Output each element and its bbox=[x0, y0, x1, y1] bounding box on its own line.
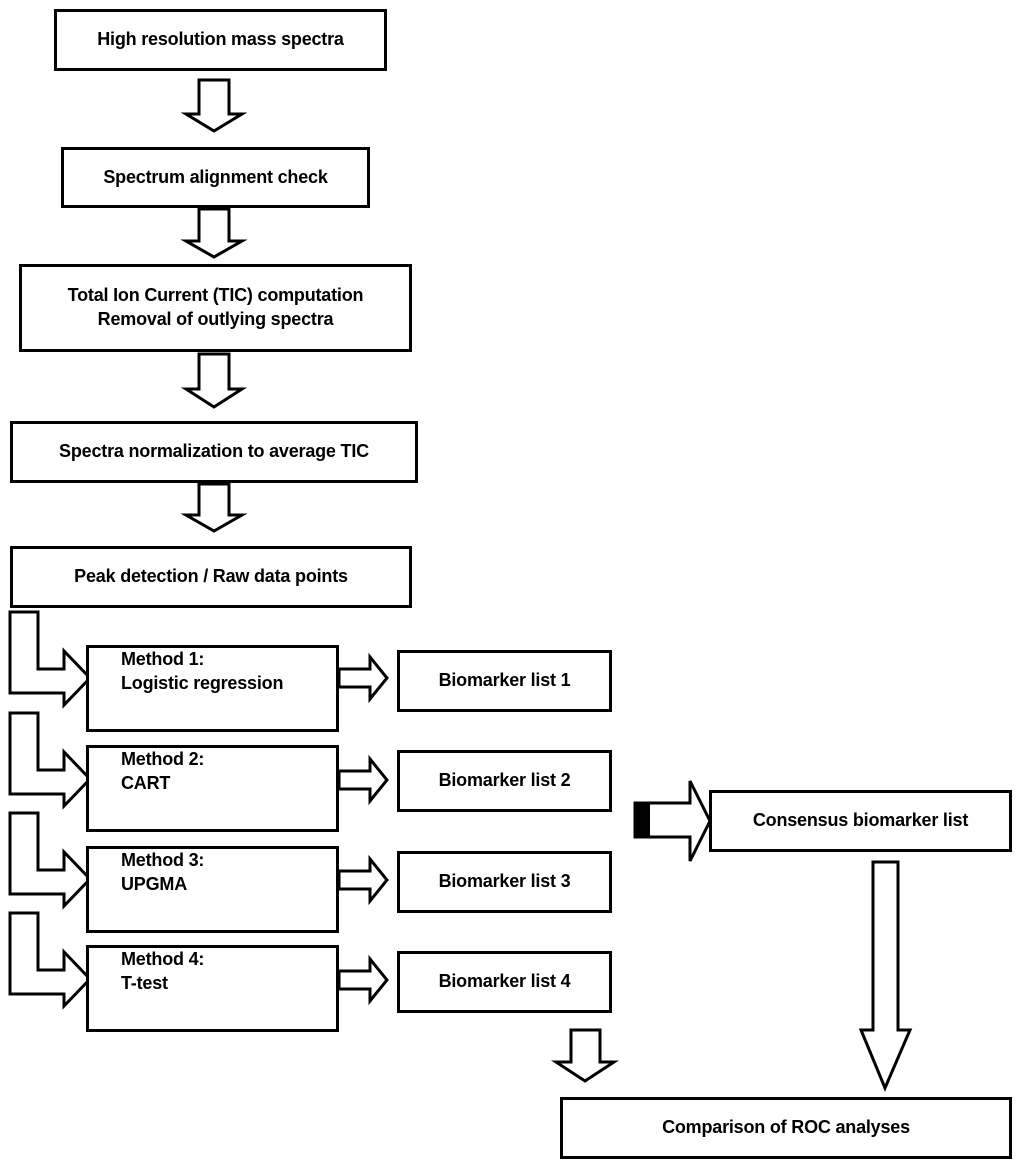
method-2-title: Method 2: bbox=[121, 749, 205, 769]
method-2-name: CART bbox=[121, 772, 171, 793]
step-mass-spectra: High resolution mass spectra bbox=[54, 9, 387, 71]
step-alignment-check: Spectrum alignment check bbox=[61, 147, 370, 208]
biomarker-list-2-label: Biomarker list 2 bbox=[438, 770, 571, 791]
biomarker-list-4: Biomarker list 4 bbox=[397, 951, 612, 1013]
method-1-name: Logistic regression bbox=[121, 672, 284, 693]
consensus-arrow-tail bbox=[635, 804, 650, 837]
down-arrow-consensus bbox=[858, 860, 913, 1092]
consensus-biomarker-list-label: Consensus biomarker list bbox=[752, 810, 969, 831]
bent-arrow-method-1 bbox=[8, 610, 93, 709]
step-tic-line-2: Removal of outlying spectra bbox=[97, 309, 334, 329]
step-normalization-label: Spectra normalization to average TIC bbox=[59, 441, 369, 462]
roc-comparison-label: Comparison of ROC analyses bbox=[662, 1117, 910, 1138]
biomarker-list-3: Biomarker list 3 bbox=[397, 851, 612, 913]
step-peak-detection-label: Peak detection / Raw data points bbox=[74, 566, 348, 587]
right-arrow-list-3 bbox=[337, 854, 389, 906]
method-4-title: Method 4: bbox=[121, 949, 205, 969]
step-tic-line-1: Total Ion Current (TIC) computation bbox=[67, 285, 364, 306]
down-arrow-4 bbox=[180, 482, 248, 533]
biomarker-list-4-label: Biomarker list 4 bbox=[438, 971, 571, 992]
method-1-title: Method 1: bbox=[121, 649, 205, 669]
bent-arrow-method-3 bbox=[8, 811, 93, 910]
right-arrow-list-2 bbox=[337, 754, 389, 806]
step-alignment-check-label: Spectrum alignment check bbox=[103, 166, 328, 187]
biomarker-list-1-label: Biomarker list 1 bbox=[438, 670, 571, 691]
method-3-box: Method 3: UPGMA bbox=[86, 846, 339, 933]
right-arrow-list-1 bbox=[337, 652, 389, 704]
method-3-title: Method 3: bbox=[121, 850, 205, 870]
method-1-box: Method 1: Logistic regression bbox=[86, 645, 339, 732]
down-arrow-3 bbox=[180, 352, 248, 409]
step-normalization: Spectra normalization to average TIC bbox=[10, 421, 418, 483]
down-arrow-1 bbox=[180, 78, 248, 133]
method-4-box: Method 4: T-test bbox=[86, 945, 339, 1032]
roc-comparison: Comparison of ROC analyses bbox=[560, 1097, 1012, 1159]
step-mass-spectra-label: High resolution mass spectra bbox=[97, 29, 344, 50]
down-arrow-lists bbox=[550, 1028, 620, 1083]
method-3-name: UPGMA bbox=[121, 873, 187, 894]
biomarker-list-1: Biomarker list 1 bbox=[397, 650, 612, 712]
consensus-biomarker-list: Consensus biomarker list bbox=[709, 790, 1012, 852]
bent-arrow-method-2 bbox=[8, 711, 93, 810]
step-peak-detection: Peak detection / Raw data points bbox=[10, 546, 412, 608]
method-2-box: Method 2: CART bbox=[86, 745, 339, 832]
down-arrow-2 bbox=[180, 207, 248, 259]
bent-arrow-method-4 bbox=[8, 911, 93, 1010]
biomarker-list-3-label: Biomarker list 3 bbox=[438, 871, 571, 892]
right-arrow-list-4 bbox=[337, 954, 389, 1006]
biomarker-list-2: Biomarker list 2 bbox=[397, 750, 612, 812]
step-tic-computation: Total Ion Current (TIC) computation Remo… bbox=[19, 264, 412, 352]
method-4-name: T-test bbox=[121, 972, 168, 993]
